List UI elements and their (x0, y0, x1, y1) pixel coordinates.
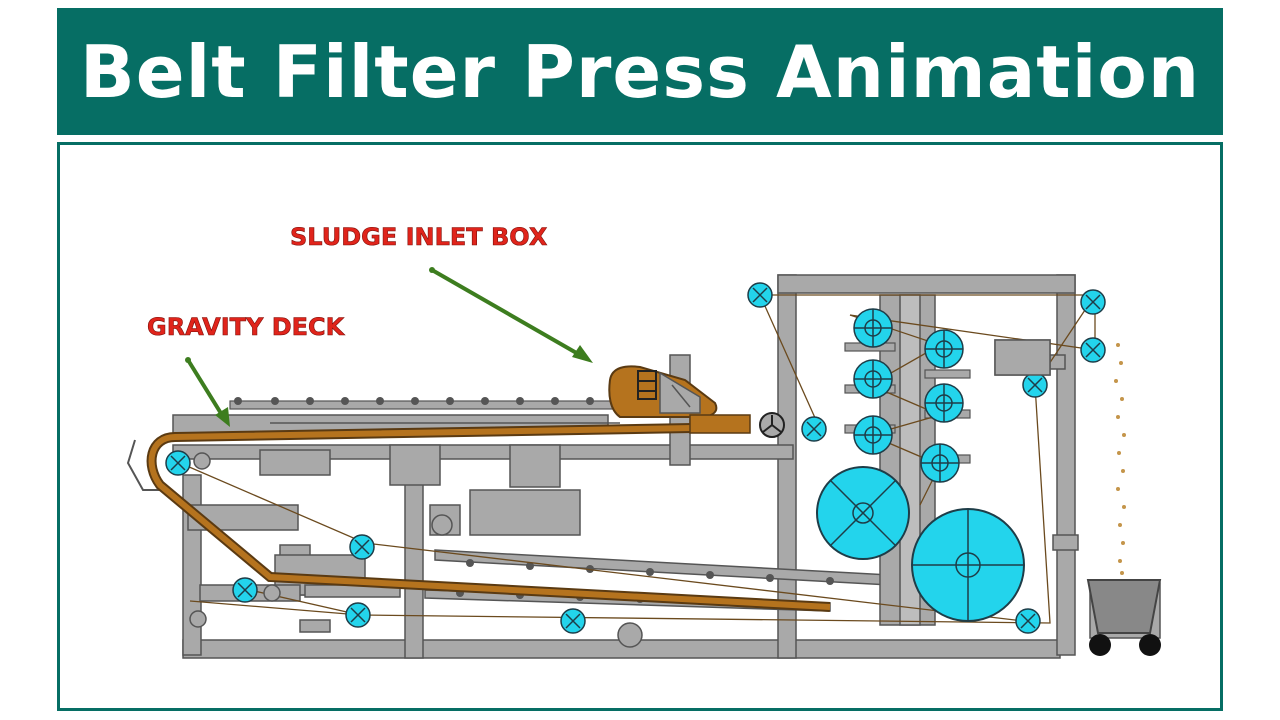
gravity-deck-label: GRAVITY DECK (147, 313, 346, 341)
title-banner: Belt Filter Press Animation (57, 8, 1223, 135)
gravity-deck-plate (229, 397, 631, 424)
large-press-drums (816, 466, 1025, 622)
sludge-inlet-box (608, 365, 718, 418)
diagram-frame: SLUDGE INLET BOX GRAVITY DECK (57, 142, 1223, 711)
page-title: Belt Filter Press Animation (79, 29, 1201, 114)
collection-cart (1086, 579, 1162, 656)
sludge-inlet-box-label: SLUDGE INLET BOX (290, 223, 548, 251)
gravity-belt (146, 422, 831, 612)
inlet-discharge-pipe (689, 412, 785, 438)
cake-discharge (994, 339, 1126, 575)
frame-hook (126, 439, 168, 491)
belt-filter-press-diagram: SLUDGE INLET BOX GRAVITY DECK (126, 223, 1162, 659)
idler-wheels (189, 452, 643, 648)
callout-arrows (185, 267, 593, 427)
